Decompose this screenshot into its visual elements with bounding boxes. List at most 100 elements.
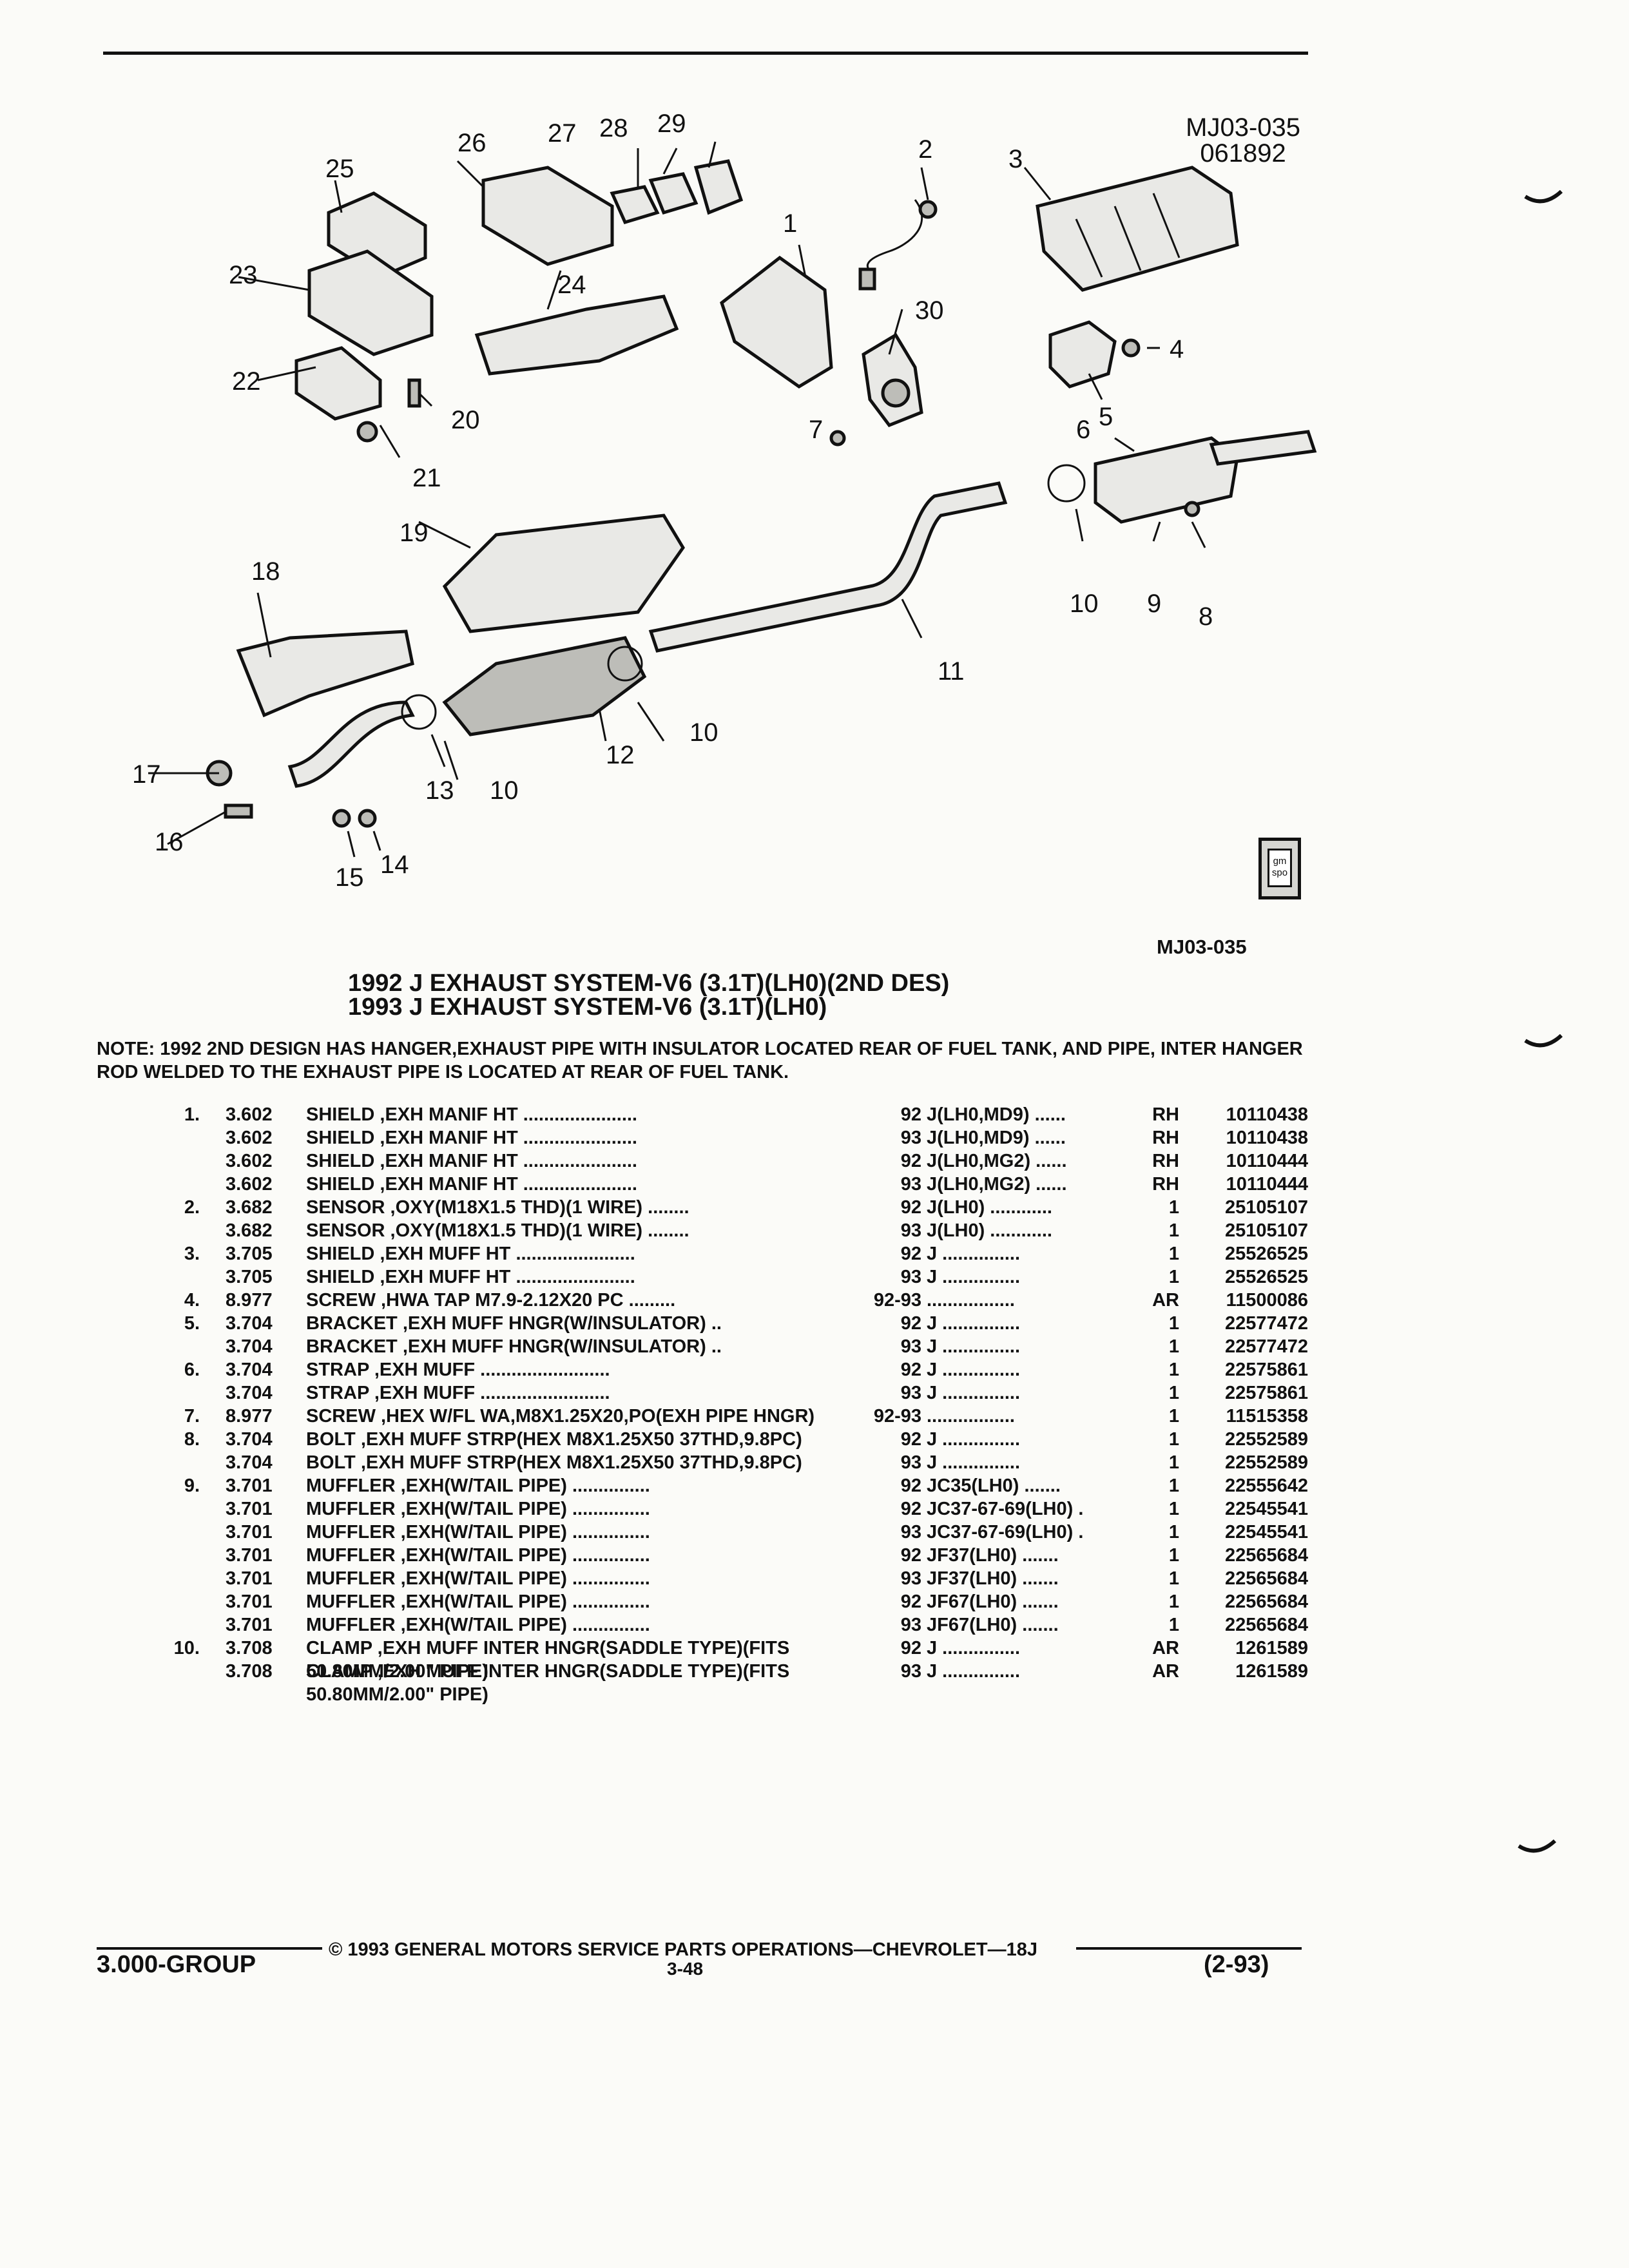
callout-10-front: 10 xyxy=(490,776,519,805)
parts-cell-desc: SHIELD ,EXH MUFF HT ....................… xyxy=(306,1244,635,1264)
parts-cell-item: 2. xyxy=(184,1197,200,1218)
parts-cell-qty: RH xyxy=(1152,1174,1179,1195)
parts-cell-year: 92 xyxy=(900,1104,921,1125)
parts-cell-item: 8. xyxy=(184,1429,200,1450)
parts-cell-year: 92 xyxy=(900,1151,921,1171)
callout-1: 1 xyxy=(783,209,797,238)
callout-15: 15 xyxy=(335,863,364,892)
parts-cell-pn: 22552589 xyxy=(1224,1429,1308,1450)
parts-cell-code: 3.602 xyxy=(226,1151,273,1171)
parts-cell-qty: RH xyxy=(1152,1104,1179,1125)
nut-21 xyxy=(356,421,378,443)
parts-cell-year: 93 xyxy=(900,1661,921,1682)
callout-10-mid: 10 xyxy=(689,718,718,747)
parts-cell-model: J ............... xyxy=(927,1313,1021,1334)
parts-cell-year: 92 xyxy=(900,1499,921,1519)
exhaust-diagram-svg: 1 2 3 4 5 6 7 8 9 10 10 10 11 12 13 14 1… xyxy=(132,110,1317,892)
parts-cell-model: J(LH0,MG2) ...... xyxy=(927,1174,1067,1195)
figure-ref-code: MJ03-035 061892 xyxy=(1186,115,1300,166)
figure-ref-code-small: MJ03-035 xyxy=(1157,936,1247,958)
callout-30: 30 xyxy=(915,296,944,325)
stud-16 xyxy=(224,803,253,819)
parts-cell-desc: MUFFLER ,EXH(W/TAIL PIPE) ..............… xyxy=(306,1522,650,1542)
parts-cell-year: 93 xyxy=(900,1128,921,1148)
parts-cell-year: 93 xyxy=(900,1336,921,1357)
parts-cell-year: 92-93 xyxy=(873,1290,921,1311)
parts-cell-qty: 1 xyxy=(1168,1197,1179,1218)
callout-27: 27 xyxy=(548,119,577,148)
parts-cell-desc: SCREW ,HEX W/FL WA,M8X1.25X20,PO(EXH PIP… xyxy=(306,1406,815,1427)
parts-cell-pn: 22575861 xyxy=(1224,1360,1308,1380)
parts-cell-desc: SENSOR ,OXY(M18X1.5 THD)(1 WIRE) .......… xyxy=(306,1220,689,1241)
parts-cell-qty: 1 xyxy=(1168,1360,1179,1380)
gasket-22 xyxy=(294,346,382,421)
parts-cell-item: 10. xyxy=(173,1638,200,1658)
callout-14: 14 xyxy=(380,850,409,879)
parts-cell-year: 92 xyxy=(900,1591,921,1612)
parts-cell-qty: 1 xyxy=(1168,1429,1179,1450)
figure-ref-date: 061892 xyxy=(1200,139,1286,168)
section-titles: 1992 J EXHAUST SYSTEM-V6 (3.1T)(LH0)(2ND… xyxy=(348,970,950,1019)
parts-cell-model: J ............... xyxy=(927,1429,1021,1450)
margin-mark-top xyxy=(1524,190,1563,204)
parts-cell-code: 3.704 xyxy=(226,1429,273,1450)
catalytic-converter xyxy=(442,636,647,736)
parts-cell-model: ................. xyxy=(927,1290,1015,1311)
design-note: NOTE: 1992 2ND DESIGN HAS HANGER,EXHAUST… xyxy=(97,1039,1303,1082)
callout-26: 26 xyxy=(458,129,487,157)
title-1992: 1992 J EXHAUST SYSTEM-V6 (3.1T)(LH0)(2ND… xyxy=(348,970,950,997)
parts-cell-code: 3.602 xyxy=(226,1128,273,1148)
parts-cell-year: 93 xyxy=(900,1383,921,1403)
bolt-8 xyxy=(1184,501,1200,517)
parts-cell-year: 92 xyxy=(900,1360,921,1380)
callout-11: 11 xyxy=(938,657,965,686)
parts-cell-year: 93 xyxy=(900,1452,921,1473)
callout-28: 28 xyxy=(599,114,628,142)
parts-cell-year: 92 xyxy=(900,1197,921,1218)
parts-cell-model: J ............... xyxy=(927,1383,1021,1403)
parts-cell-desc: CLAMP ,EXH MUFF INTER HNGR(SADDLE TYPE)(… xyxy=(306,1661,790,1705)
manifold-heat-shield xyxy=(720,255,833,389)
parts-cell-item: 7. xyxy=(184,1406,200,1427)
parts-cell-model: JC37-67-69(LH0) . xyxy=(927,1522,1084,1542)
callout-20: 20 xyxy=(451,406,480,434)
front-exhaust-pipe xyxy=(287,700,415,788)
parts-cell-pn: 22555642 xyxy=(1224,1475,1308,1496)
callout-19: 19 xyxy=(400,519,429,547)
parts-cell-code: 3.701 xyxy=(226,1499,273,1519)
exhaust-manifold-26 xyxy=(481,166,614,266)
parts-cell-model: J ............... xyxy=(927,1244,1021,1264)
parts-row: 3.602 SHIELD ,EXH MANIF HT ..............… xyxy=(97,1126,1308,1149)
parts-cell-desc: SHIELD ,EXH MANIF HT ...................… xyxy=(306,1128,637,1148)
parts-cell-model: JF37(LH0) ....... xyxy=(927,1545,1059,1566)
elbow-29 xyxy=(693,159,744,215)
exhaust-manifold-23 xyxy=(307,249,434,356)
parts-cell-model: J(LH0,MG2) ...... xyxy=(927,1151,1067,1171)
clamp-10-rear xyxy=(1047,464,1086,503)
parts-cell-year: 93 xyxy=(900,1568,921,1589)
parts-cell-qty: 1 xyxy=(1168,1220,1179,1241)
gasket-27 xyxy=(610,185,660,225)
parts-cell-desc: MUFFLER ,EXH(W/TAIL PIPE) ..............… xyxy=(306,1568,650,1589)
parts-cell-desc: STRAP ,EXH MUFF ........................… xyxy=(306,1360,610,1380)
parts-cell-qty: 1 xyxy=(1168,1615,1179,1635)
crossover-pipe-24 xyxy=(474,294,679,376)
parts-cell-qty: AR xyxy=(1152,1661,1179,1682)
parts-cell-year: 93 xyxy=(900,1615,921,1635)
exhaust-system-diagram: 1 2 3 4 5 6 7 8 9 10 10 10 11 12 13 14 1… xyxy=(97,97,1321,934)
parts-cell-qty: RH xyxy=(1152,1128,1179,1148)
figure-ref-number: MJ03-035 xyxy=(1186,113,1300,142)
parts-cell-pn: 25105107 xyxy=(1224,1220,1308,1241)
parts-cell-code: 3.704 xyxy=(226,1360,273,1380)
